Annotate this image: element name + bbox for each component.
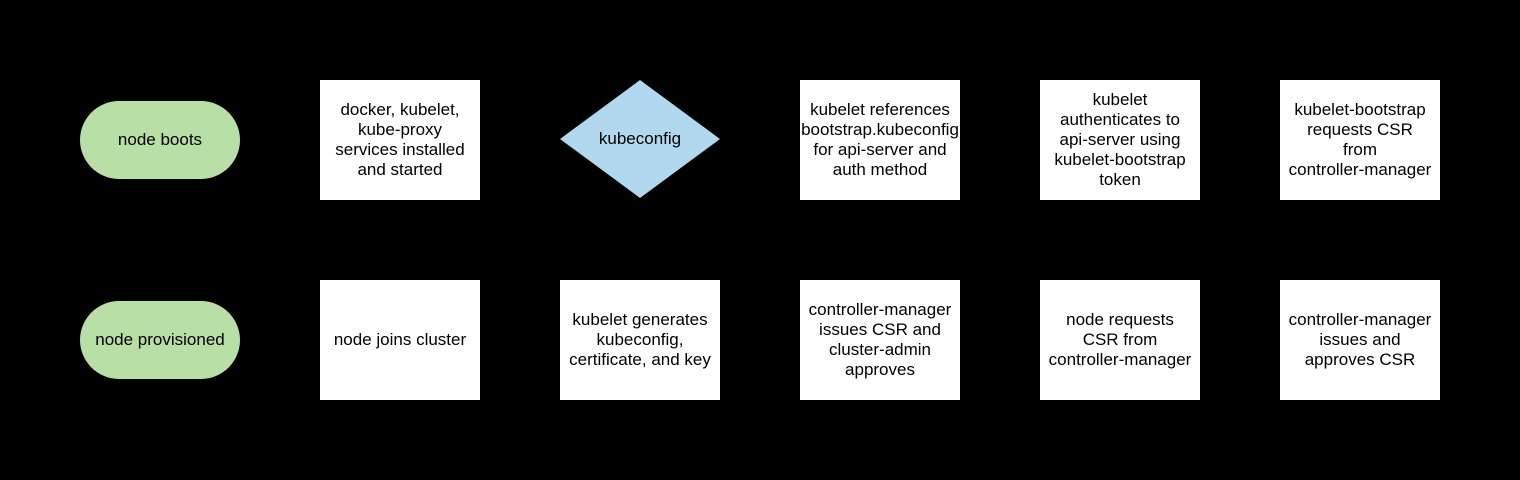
process-kubelet-references-bootstrap: kubelet references bootstrap.kubeconfig … bbox=[800, 80, 960, 200]
node-provisioned-label: node provisioned bbox=[95, 330, 225, 349]
process-controller-manager-approves-csr: controller-manager issues and approves C… bbox=[1280, 280, 1440, 400]
kubelet-bootstrap-requests-csr-label: kubelet-bootstrap requests CSR from cont… bbox=[1288, 100, 1432, 179]
process-node-requests-csr: node requests CSR from controller-manage… bbox=[1040, 280, 1200, 400]
kubelet-authenticates-label: kubelet authenticates to api-server usin… bbox=[1054, 90, 1186, 189]
decision-kubeconfig: kubeconfig bbox=[560, 80, 720, 198]
kubelet-generates-kubeconfig-label: kubelet generates kubeconfig, certificat… bbox=[569, 310, 711, 369]
node-requests-csr-label: node requests CSR from controller-manage… bbox=[1048, 310, 1192, 369]
process-services-installed: docker, kubelet, kube-proxy services ins… bbox=[320, 80, 480, 200]
node-boots-label: node boots bbox=[117, 130, 203, 149]
process-kubelet-bootstrap-requests-csr: kubelet-bootstrap requests CSR from cont… bbox=[1280, 80, 1440, 200]
controller-manager-issues-csr-label: controller-manager issues CSR and cluste… bbox=[808, 300, 952, 379]
kubeconfig-decision-label: kubeconfig bbox=[598, 129, 682, 148]
kubelet-references-bootstrap-label: kubelet references bootstrap.kubeconfig … bbox=[801, 100, 959, 179]
process-kubelet-authenticates: kubelet authenticates to api-server usin… bbox=[1040, 80, 1200, 200]
node-joins-cluster-label: node joins cluster bbox=[333, 330, 467, 349]
process-kubelet-generates-kubeconfig: kubelet generates kubeconfig, certificat… bbox=[560, 280, 720, 400]
process-node-joins-cluster: node joins cluster bbox=[320, 280, 480, 400]
terminator-node-boots: node boots bbox=[80, 101, 240, 179]
process-controller-manager-issues-csr: controller-manager issues CSR and cluste… bbox=[800, 280, 960, 400]
services-installed-label: docker, kubelet, kube-proxy services ins… bbox=[335, 100, 465, 179]
terminator-node-provisioned: node provisioned bbox=[80, 301, 240, 379]
controller-manager-approves-csr-label: controller-manager issues and approves C… bbox=[1288, 310, 1432, 369]
